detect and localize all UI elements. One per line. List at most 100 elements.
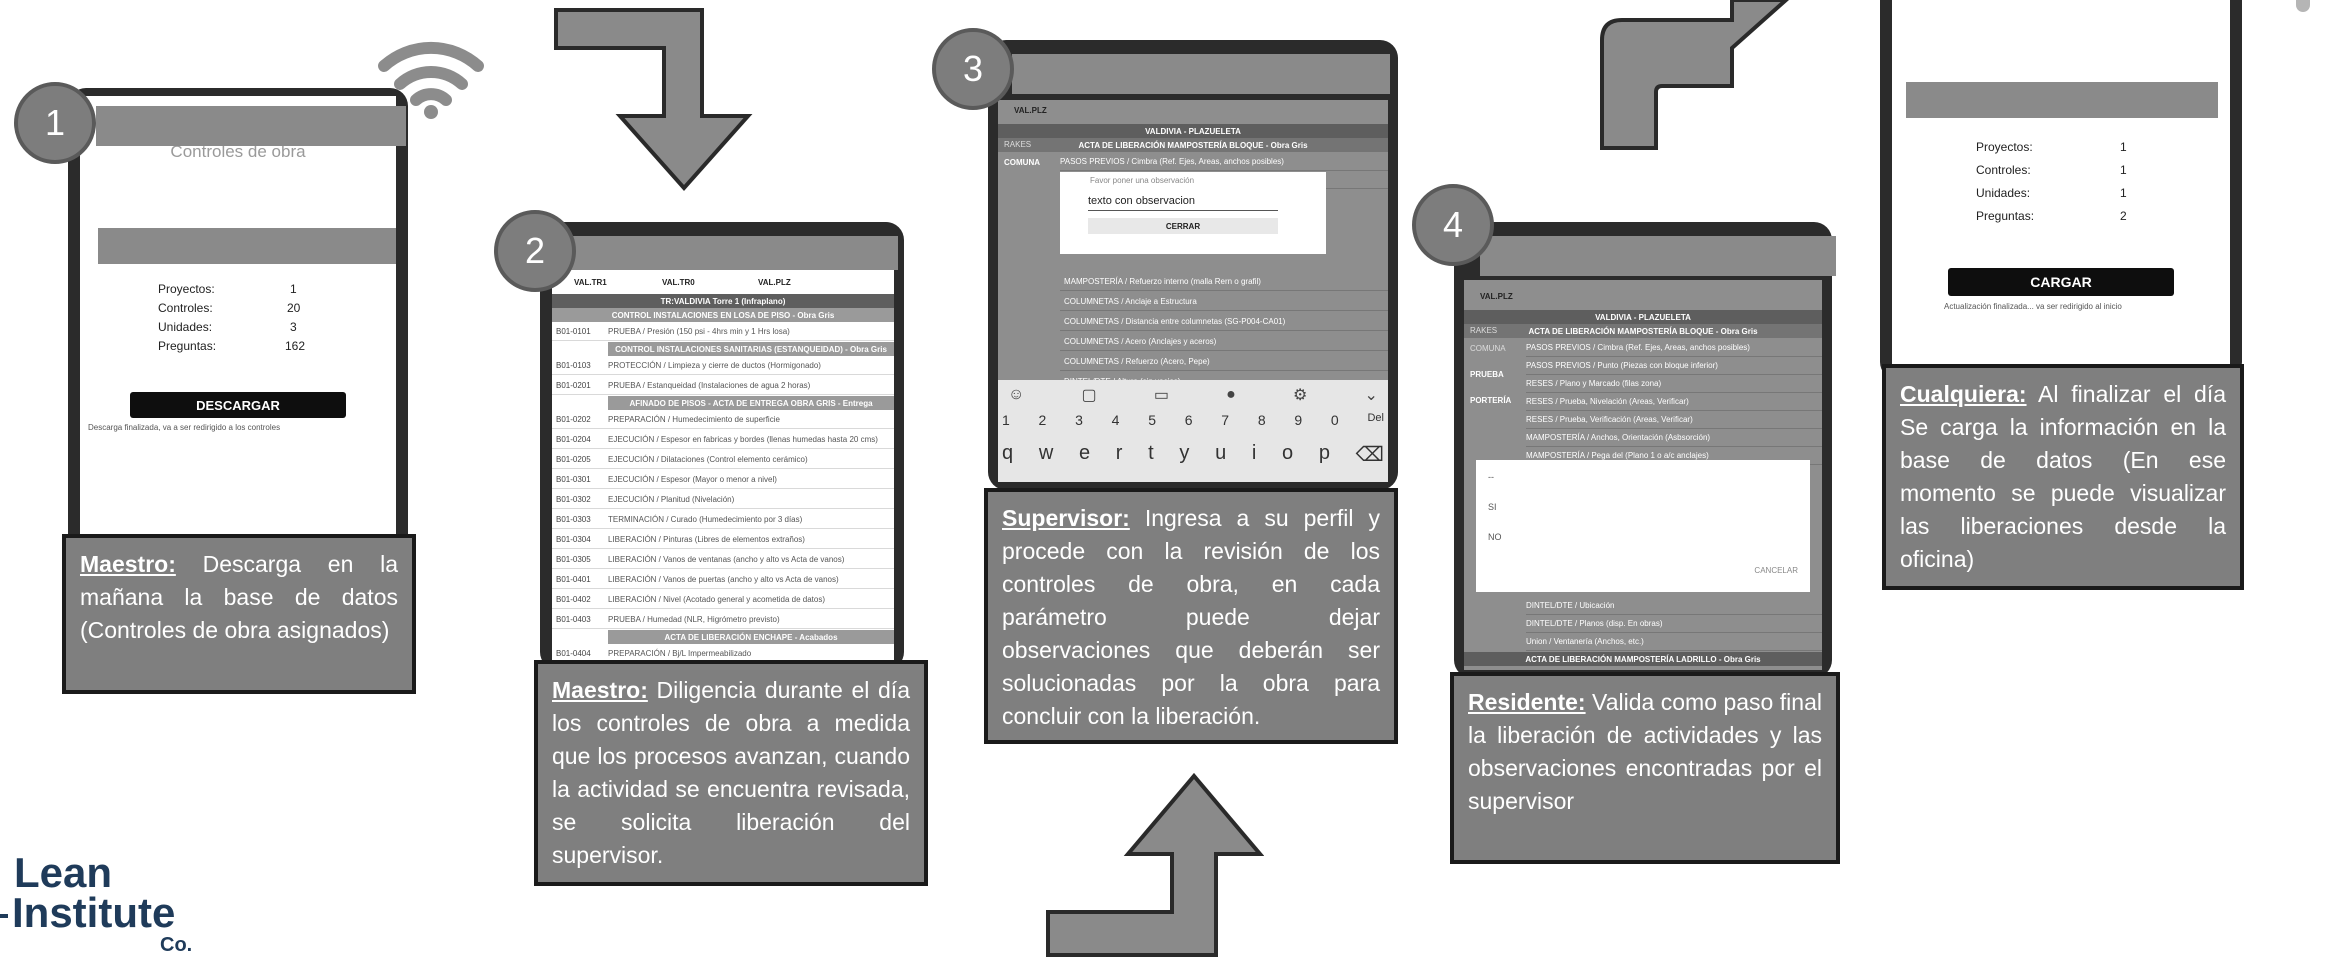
stat-value: 20 (287, 301, 301, 315)
key[interactable]: u (1215, 442, 1227, 464)
table-row[interactable]: COLUMNETAS / Refuerzo (Acero, Pepe) (1060, 352, 1388, 371)
table-row[interactable]: COLUMNETAS / Acero (Anclajes y aceros) (1060, 332, 1388, 351)
key[interactable]: t (1148, 442, 1154, 464)
key[interactable]: 7 (1221, 412, 1230, 428)
step-2-badge: 2 (494, 210, 576, 292)
table-row[interactable]: PASOS PREVIOS / Cimbra (Ref. Ejes, Areas… (1526, 338, 1822, 357)
section-band: ACTA DE LIBERACIÓN MAMPOSTERÍA BLOQUE - … (1464, 324, 1822, 338)
table-row[interactable]: RESES / Prueba, Nivelación (Areas, Verif… (1526, 392, 1822, 411)
caption-text: Valida como paso final la liberación de … (1468, 689, 1822, 814)
table-row[interactable]: DINTEL/DTE / Ubicación (1526, 596, 1822, 615)
emoji-icon[interactable]: ☺ (1008, 386, 1025, 403)
key[interactable]: o (1282, 442, 1294, 464)
close-dialog-button[interactable]: CERRAR (1088, 218, 1278, 234)
table-row[interactable]: Union / Ventanería (Anchos, etc.) (1526, 632, 1822, 651)
dialog-option-si[interactable]: SI (1488, 502, 1497, 512)
stat-label: Preguntas: (158, 339, 217, 353)
key[interactable]: q (1002, 442, 1014, 464)
caption-role: Maestro: (80, 551, 176, 577)
phone-5-screen: Proyectos: 1 Controles: 1 Unidades: 1 Pr… (1892, 0, 2230, 368)
key[interactable]: 1 (1002, 412, 1010, 428)
caption-role: Cualquiera: (1900, 381, 2027, 407)
table-row[interactable]: MAMPOSTERÍA / Refuerzo interno (malla Re… (1060, 272, 1388, 291)
side-tab[interactable]: PRUEBA (1470, 370, 1504, 379)
stat-label: Preguntas: (1976, 209, 2035, 223)
column-header: VAL.TR1 (574, 278, 607, 287)
collapse-keyboard-icon[interactable]: ⌄ (1364, 387, 1378, 404)
table-row[interactable]: COLUMNETAS / Anclaje a Estructura (1060, 292, 1388, 311)
microphone-icon[interactable]: ● (1226, 386, 1236, 403)
letter-row: q w e r t y u i o p ⌫ (1002, 442, 1384, 467)
side-tab[interactable]: PORTERÍA (1470, 396, 1512, 405)
key[interactable]: Del (1367, 412, 1384, 424)
cancel-dialog-button[interactable]: CANCELAR (1754, 566, 1798, 575)
download-button[interactable]: DESCARGAR (130, 392, 346, 418)
key[interactable]: 2 (1038, 412, 1047, 428)
side-tab[interactable]: COMUNA (1004, 158, 1040, 167)
observation-input[interactable] (1088, 192, 1278, 211)
stat-value: 2 (2120, 209, 2127, 223)
table-row[interactable]: RESES / Prueba, Verificación (Areas, Ver… (1526, 410, 1822, 429)
backspace-icon[interactable]: ⌫ (1355, 444, 1384, 466)
key[interactable]: 4 (1111, 412, 1120, 428)
step-3-badge: 3 (932, 28, 1014, 110)
key[interactable]: 0 (1330, 412, 1339, 428)
key[interactable]: e (1078, 442, 1091, 464)
section-band: ACTA DE LIBERACIÓN MAMPOSTERÍA LADRILLO … (1464, 652, 1822, 666)
table-row[interactable]: MAMPOSTERÍA / Anchos, Orientación (Asbso… (1526, 428, 1822, 447)
key[interactable]: w (1038, 442, 1054, 464)
dialog-option-no[interactable]: NO (1488, 532, 1502, 542)
table-row[interactable]: DINTEL/DTE / Planos (disp. En obras) (1526, 614, 1822, 633)
section-band: ACTA DE LIBERACIÓN MAMPOSTERÍA BLOQUE - … (998, 138, 1388, 152)
key[interactable]: i (1251, 442, 1257, 464)
key[interactable]: r (1115, 442, 1123, 464)
side-tab[interactable]: RAKES (1004, 140, 1032, 149)
key[interactable]: 6 (1184, 412, 1193, 428)
key[interactable]: 8 (1257, 412, 1266, 428)
key[interactable]: 9 (1294, 412, 1303, 428)
key[interactable]: p (1318, 442, 1330, 464)
stat-label: Controles: (158, 301, 213, 315)
key[interactable]: 3 (1075, 412, 1083, 428)
phone-1-banner (98, 228, 396, 264)
stat-label: Controles: (1976, 163, 2031, 177)
phone-1-title: Controles de obra (170, 142, 306, 161)
key[interactable]: y (1179, 442, 1190, 464)
logo-line-2: Institute (12, 889, 176, 936)
table-row[interactable]: PASOS PREVIOS / Cimbra (Ref. Ejes, Areas… (1060, 152, 1388, 171)
caption-text: Diligencia durante el día los controles … (552, 677, 910, 868)
side-tab[interactable]: RAKES (1470, 326, 1498, 335)
side-tab[interactable]: COMUNA (1470, 344, 1506, 353)
section-band: AFINADO DE PISOS - ACTA DE ENTREGA OBRA … (608, 396, 894, 410)
logo-line-3: Co. (160, 934, 193, 956)
tablet-2-screen: VAL.TR1 VAL.TR0 VAL.PLZ TR:VALDIVIA Torr… (552, 270, 894, 662)
table-row[interactable]: RESES / Plano y Marcado (filas zona) (1526, 374, 1822, 393)
upload-button[interactable]: CARGAR (1948, 268, 2174, 296)
key[interactable]: 5 (1148, 412, 1156, 428)
project-label: VAL.PLZ (1014, 106, 1047, 115)
phone-5-banner (1906, 82, 2218, 118)
settings-icon[interactable]: ⚙ (1293, 387, 1308, 404)
gif-icon[interactable]: ▭ (1153, 387, 1169, 404)
sticker-icon[interactable]: ▢ (1081, 387, 1097, 404)
dialog-option[interactable]: -- (1488, 472, 1494, 482)
table-row[interactable]: COLUMNETAS / Distancia entre columnetas … (1060, 312, 1388, 331)
phone-1-header (96, 106, 406, 146)
table-row[interactable]: PASOS PREVIOS / Punto (Piezas con bloque… (1526, 356, 1822, 375)
caption-text: Al finalizar el día Se carga la informac… (1900, 381, 2226, 572)
